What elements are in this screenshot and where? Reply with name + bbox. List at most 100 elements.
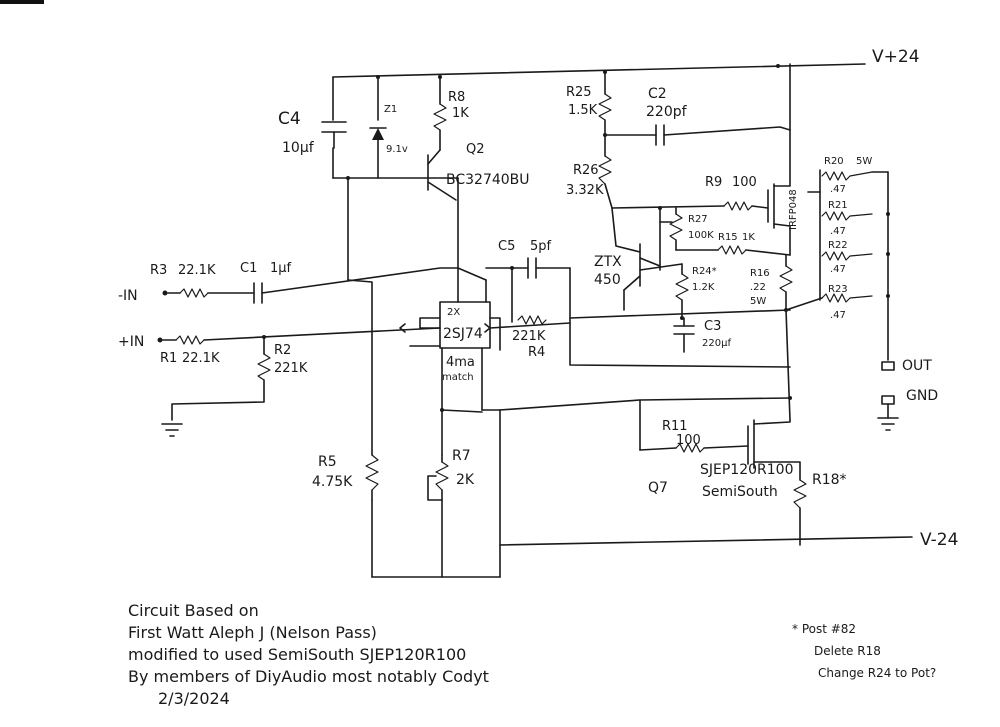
c4-ref: C4 [278,109,301,129]
r5-resistor [365,454,379,501]
r7-potentiometer [427,409,501,578]
negative-rail-label: V-24 [920,530,958,550]
c1-value: 1μf [270,261,292,276]
gnd-terminal [877,395,899,431]
r26-resistor [598,155,641,253]
z1-ref: Z1 [384,104,397,115]
c4-capacitor [321,121,347,149]
z1-zener [369,76,387,179]
post-line: Change R24 to Pot? [818,666,937,680]
r3-value: 22.1K [178,263,216,278]
ztx-ref: ZTX [594,254,622,270]
q2-value: BC32740BU [446,172,530,188]
r9-resistor [611,201,769,211]
r20-value: .47 [830,184,846,195]
r27-value: 100K [688,230,714,241]
r23-value: .47 [830,310,846,321]
r18-ref: R18* [812,472,847,488]
r26-ref: R26 [573,163,599,178]
r9-ref: R9 [705,175,722,190]
c5-value: 5pf [530,239,552,254]
output-resistors [785,169,889,421]
jfet-note-1: 4ma [446,355,475,370]
r1-ref: R1 [160,351,177,366]
r15-ref: R15 [718,232,738,243]
z1-value: 9.1v [386,144,408,155]
r8-ref: R8 [448,90,465,105]
r22-ref: R22 [828,240,848,251]
r16-ref: R16 [750,268,770,279]
r15-resistor [675,245,791,256]
minus-in-label: -IN [118,288,138,304]
r11-ref: R11 [662,419,688,434]
r15-value: 1K [742,232,755,243]
junctions [262,64,890,412]
r8-value: 1K [452,106,469,121]
credits-line: By members of DiyAudio most notably Cody… [128,667,489,686]
r1-value: 22.1K [182,351,220,366]
r2-value: 221K [274,361,308,376]
negative-rail [371,499,913,578]
r24-resistor [569,263,791,319]
plus-in-line [157,327,441,437]
r8-resistor [433,76,447,151]
post-line: Delete R18 [814,644,881,658]
q7-value: SJEP120R100 [700,462,793,478]
c2-value: 220pf [646,104,688,120]
r4-ref: R4 [528,345,545,360]
corner-mark [0,0,44,4]
r27-potentiometer [659,207,683,271]
c4-value: 10μf [282,140,315,156]
r7-value: 2K [456,472,475,488]
r20-power: 5W [856,156,872,167]
ztx-value: 450 [594,272,621,288]
positive-rail [332,63,866,179]
r25-ref: R25 [566,85,592,100]
r20-ref: R20 [824,156,844,167]
q2-ref: Q2 [466,142,485,157]
q2-transistor [427,149,459,269]
r24-ref: R24* [692,266,717,277]
r16-power: 5W [750,296,766,307]
jfet-value: 2SJ74 [443,326,483,342]
q1-mosfet [767,63,791,256]
r16-resistor [779,254,793,311]
q7-maker: SemiSouth [702,484,778,500]
r27-ref: R27 [688,214,708,225]
credits-line: modified to used SemiSouth SJEP120R100 [128,645,467,664]
ztx-transistor [623,243,683,311]
positive-rail-label: V+24 [872,47,920,67]
c3-capacitor [673,317,695,353]
r5-value: 4.75K [312,474,353,490]
plus-in-label: +IN [118,334,144,350]
q7-ref: Q7 [648,480,668,496]
c2-ref: C2 [648,86,667,102]
credits-date: 2/3/2024 [158,689,230,708]
gnd-label: GND [906,388,938,404]
r7-ref: R7 [452,448,471,464]
c2-capacitor [604,124,791,146]
r16-value: .22 [750,282,766,293]
r26-value: 3.32K [566,183,604,198]
r25-value: 1.5K [568,103,598,118]
r4-resistor [511,267,791,368]
r23-ref: R23 [828,284,848,295]
r24-value: 1.2K [692,282,715,293]
c1-ref: C1 [240,261,257,276]
r2-ref: R2 [274,343,291,358]
credits-line: First Watt Aleph J (Nelson Pass) [128,623,377,642]
left-bus-wire [332,177,459,456]
post-line: * Post #82 [792,622,857,636]
jfet-ref: 2X [447,307,460,318]
c3-value: 220μf [702,338,731,349]
r5-ref: R5 [318,454,337,470]
r9-value: 100 [732,175,757,190]
c3-ref: C3 [704,319,721,334]
out-label: OUT [902,358,932,374]
c5-ref: C5 [498,239,515,254]
r4-value: 221K [512,329,546,344]
q7-transistor [499,397,807,546]
credits-note: Circuit Based on First Watt Aleph J (Nel… [128,600,489,710]
